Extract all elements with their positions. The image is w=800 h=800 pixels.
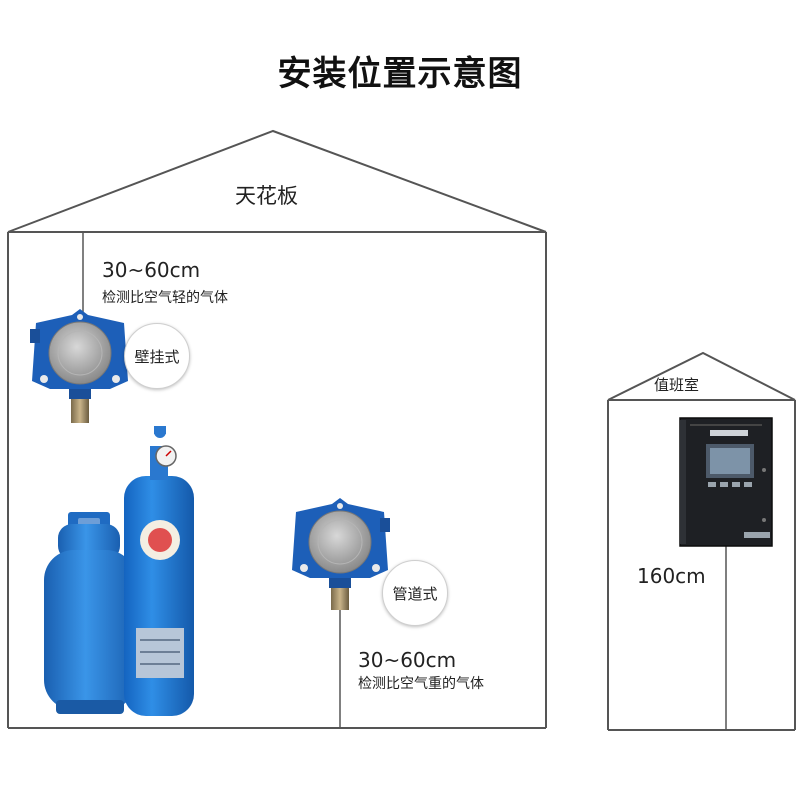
pipe-mount-detector <box>292 498 390 610</box>
duty-room-outline <box>607 351 796 731</box>
wall-mount-detector <box>30 309 128 423</box>
wall-mount-distance: 30~60cm <box>102 258 201 282</box>
pipe-mount-description: 检测比空气重的气体 <box>358 676 484 692</box>
alarm-controller <box>679 417 773 547</box>
wall-mount-label: 壁挂式 <box>134 347 180 366</box>
lpg-cylinder <box>44 512 136 714</box>
pipe-mount-distance: 30~60cm <box>358 648 457 672</box>
controller-height: 160cm <box>637 564 706 588</box>
duty-room-label: 值班室 <box>654 376 700 394</box>
page-title: 安装位置示意图 <box>277 54 523 94</box>
wall-mount-description: 检测比空气轻的气体 <box>102 290 228 306</box>
main-house-outline <box>7 129 547 729</box>
pipe-mount-badge: 管道式 <box>382 560 448 626</box>
ceiling-label: 天花板 <box>235 184 298 208</box>
pipe-mount-label: 管道式 <box>392 584 438 603</box>
tall-cylinder <box>124 426 194 716</box>
wall-mount-badge: 壁挂式 <box>124 323 190 389</box>
